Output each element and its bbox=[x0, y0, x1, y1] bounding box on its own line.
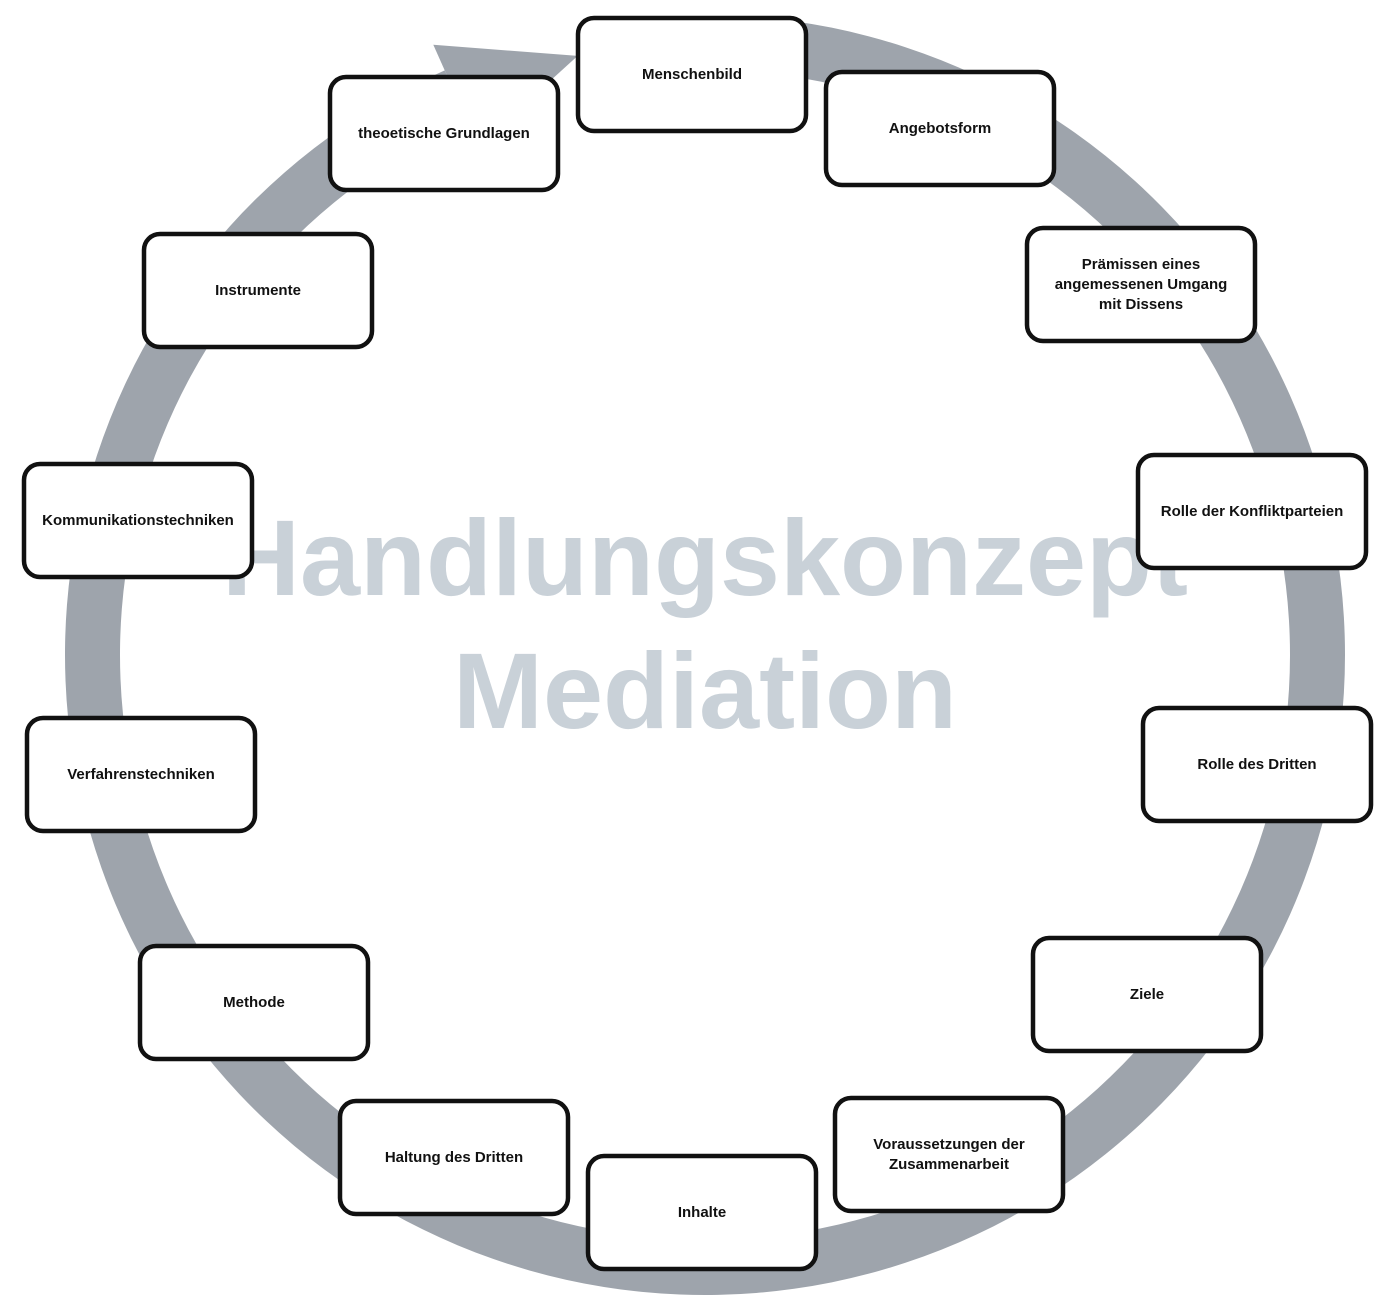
node-box-instrumente bbox=[141, 231, 375, 350]
node-box-verfahrenstechniken bbox=[24, 715, 258, 834]
node-box-grundlagen bbox=[327, 74, 561, 193]
node-box-methode bbox=[137, 943, 371, 1062]
node-box-kommunikationstechniken bbox=[21, 461, 255, 580]
node-box-menschenbild bbox=[575, 15, 809, 134]
node-box-haltung bbox=[337, 1098, 571, 1217]
node-box-voraussetzungen bbox=[832, 1095, 1066, 1214]
node-box-rolle-dritten bbox=[1140, 705, 1374, 824]
node-box-rolle-konfliktparteien bbox=[1135, 452, 1369, 571]
node-box-angebotsform bbox=[823, 69, 1057, 188]
node-boxes bbox=[21, 15, 1374, 1272]
center-title-line-1: Handlungskonzept bbox=[222, 497, 1188, 618]
node-box-ziele bbox=[1030, 935, 1264, 1054]
center-title-line-2: Mediation bbox=[453, 630, 957, 751]
node-box-inhalte bbox=[585, 1153, 819, 1272]
node-box-praemissen bbox=[1024, 225, 1258, 344]
